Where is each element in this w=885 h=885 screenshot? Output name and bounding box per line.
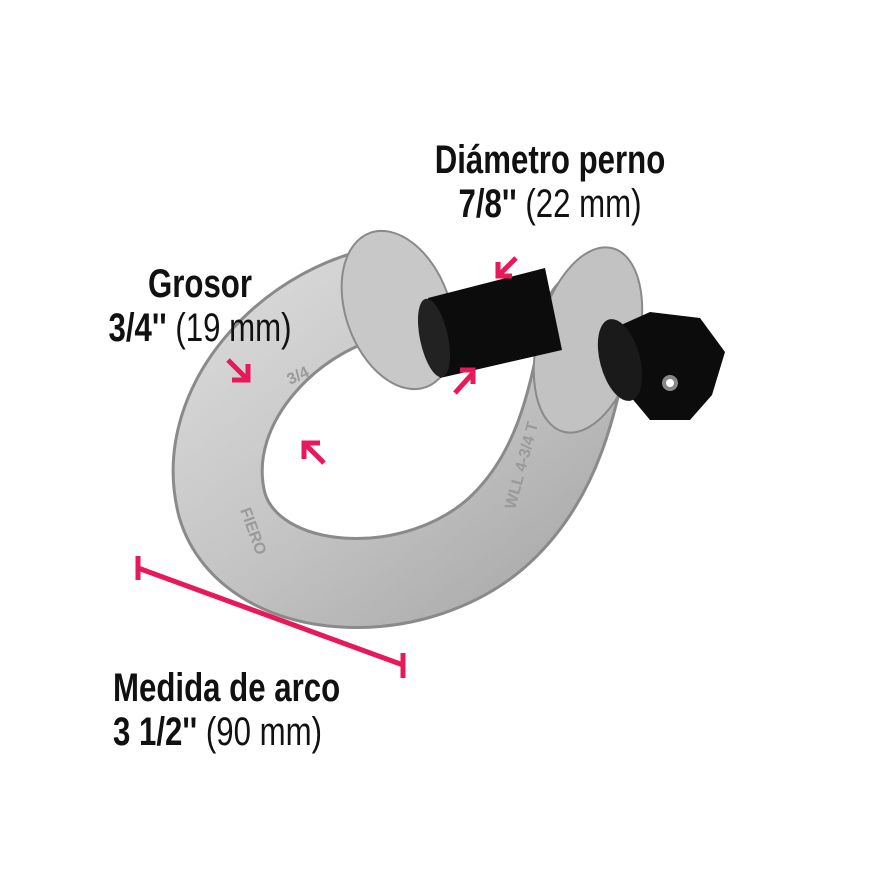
shackle-pin: [417, 268, 725, 420]
pin-arrow-top-icon: [495, 256, 518, 279]
pin-arrow-bottom-icon: [453, 367, 476, 395]
shackle-bow: [171, 229, 644, 629]
thickness-arrow-outer-icon: [226, 358, 251, 383]
bow-dimension-line: [135, 556, 406, 678]
thickness-arrow-inner-icon: [301, 440, 326, 465]
thickness-label: Grosor 3/4'' (19 mm): [83, 262, 317, 350]
bow-size-title: Medida de arco: [113, 666, 341, 710]
thickness-title: Grosor: [147, 262, 253, 306]
thickness-inches: 3/4'': [108, 306, 167, 350]
bow-size-label: Medida de arco 3 1/2'' (90 mm): [113, 666, 340, 754]
pin-diameter-label: Diámetro perno 7/8'' (22 mm): [417, 138, 682, 226]
pin-diameter-mm: (22 mm): [525, 182, 642, 226]
bow-size-mm: (90 mm): [205, 710, 323, 754]
bow-size-inches: 3 1/2'': [113, 710, 198, 754]
pin-diameter-inches: 7/8'': [458, 182, 517, 226]
pin-diameter-title: Diámetro perno: [434, 138, 666, 182]
thickness-mm: (19 mm): [175, 306, 292, 350]
